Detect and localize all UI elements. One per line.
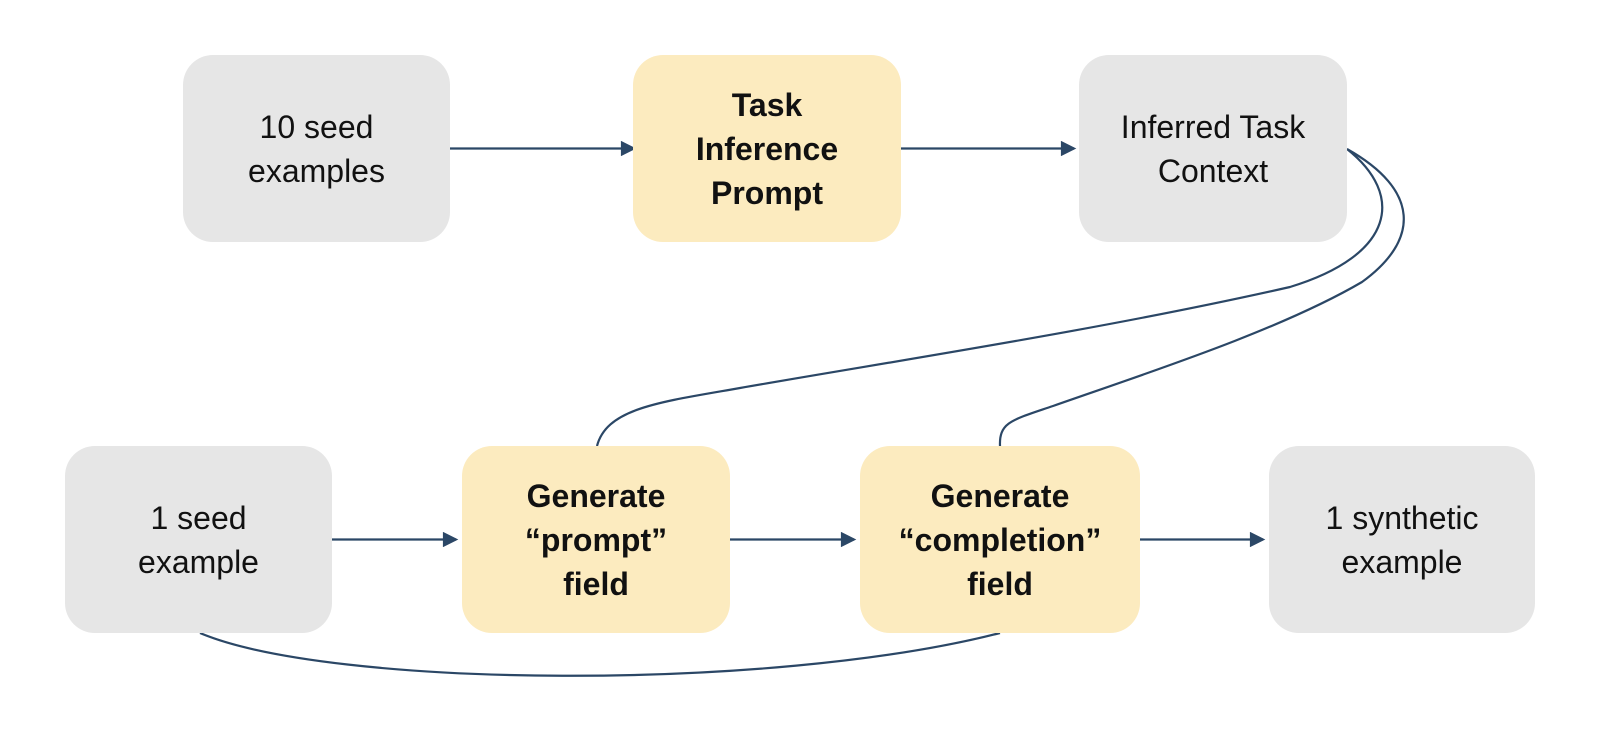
node-1-synthetic-example: 1 synthetic example — [1269, 446, 1535, 633]
node-10-seed-examples: 10 seed examples — [183, 55, 450, 242]
node-inferred-task-context-label: Inferred Task Context — [1120, 108, 1306, 189]
edge-context-to-completion-field — [998, 148, 1405, 447]
node-10-seed-examples-label: 10 seed examples — [248, 108, 385, 189]
node-generate-completion-field-label: Generate “completion” field — [898, 477, 1102, 602]
node-1-synthetic-example-label: 1 synthetic example — [1325, 499, 1479, 580]
node-task-inference-prompt-label: Task Inference Prompt — [695, 86, 839, 211]
node-task-inference-prompt: Task Inference Prompt — [633, 55, 901, 242]
node-generate-prompt-field-label: Generate “prompt” field — [524, 477, 668, 602]
node-generate-completion-field: Generate “completion” field — [860, 446, 1140, 633]
node-generate-prompt-field: Generate “prompt” field — [462, 446, 730, 633]
node-1-seed-example-label: 1 seed example — [138, 499, 259, 580]
node-inferred-task-context: Inferred Task Context — [1079, 55, 1347, 242]
edge-seed-example-to-completion-field — [199, 631, 1001, 677]
node-1-seed-example: 1 seed example — [65, 446, 332, 633]
edge-context-to-prompt-field — [595, 148, 1384, 447]
